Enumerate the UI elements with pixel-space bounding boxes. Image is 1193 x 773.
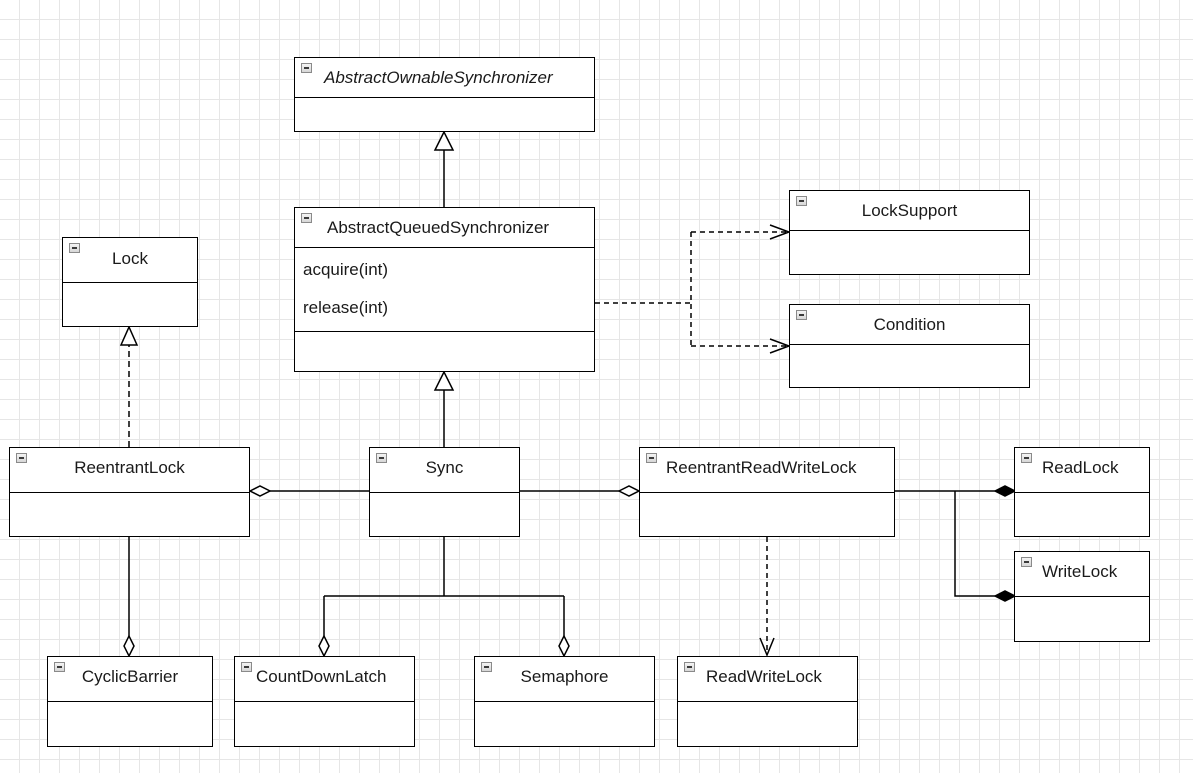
- class-write-lock[interactable]: WriteLock: [1014, 551, 1150, 642]
- class-name: ReentrantLock: [74, 458, 185, 477]
- collapse-icon[interactable]: [69, 243, 80, 253]
- aggregation-diamond-countdownlatch: [318, 634, 330, 658]
- class-name: Condition: [873, 315, 946, 334]
- collapse-icon[interactable]: [54, 662, 65, 672]
- class-name: LockSupport: [861, 201, 958, 220]
- class-header: ReentrantReadWriteLock: [640, 448, 894, 493]
- class-lock-support[interactable]: LockSupport: [789, 190, 1030, 275]
- class-reentrant-read-write-lock[interactable]: ReentrantReadWriteLock: [639, 447, 895, 537]
- class-header: ReadLock: [1015, 448, 1149, 493]
- collapse-icon[interactable]: [1021, 453, 1032, 463]
- class-header: Sync: [370, 448, 519, 493]
- aggregation-line-sync-children: [323, 537, 565, 636]
- class-header: WriteLock: [1015, 552, 1149, 597]
- class-name: ReentrantReadWriteLock: [666, 458, 857, 477]
- collapse-icon[interactable]: [1021, 557, 1032, 567]
- collapse-icon[interactable]: [241, 662, 252, 672]
- class-header: Semaphore: [475, 657, 654, 702]
- dependency-line-aqs: [595, 231, 787, 347]
- method-acquire[interactable]: acquire(int): [303, 260, 389, 279]
- composition-diamond-writelock: [993, 590, 1017, 602]
- class-header: AbstractQueuedSynchronizer: [295, 208, 594, 248]
- class-abstract-ownable-synchronizer[interactable]: AbstractOwnableSynchronizer: [294, 57, 595, 132]
- aggregation-diamond-rrwl: [617, 485, 641, 497]
- collapse-icon[interactable]: [684, 662, 695, 672]
- class-header: AbstractOwnableSynchronizer: [295, 58, 594, 98]
- class-name: ReadLock: [1042, 458, 1119, 477]
- class-cyclic-barrier[interactable]: CyclicBarrier: [47, 656, 213, 747]
- composition-line-rrwl: [894, 490, 995, 597]
- collapse-icon[interactable]: [16, 453, 27, 463]
- class-header: Condition: [790, 305, 1029, 345]
- inheritance-arrowhead-aqs: [433, 370, 455, 391]
- class-name: Semaphore: [520, 667, 609, 686]
- collapse-icon[interactable]: [646, 453, 657, 463]
- class-semaphore[interactable]: Semaphore: [474, 656, 655, 747]
- class-header: LockSupport: [790, 191, 1029, 231]
- class-name: Sync: [425, 458, 464, 477]
- aggregation-diamond-cyclicbarrier: [123, 634, 135, 658]
- method-release[interactable]: release(int): [303, 298, 389, 317]
- class-sync[interactable]: Sync: [369, 447, 520, 537]
- class-header: Lock: [63, 238, 197, 283]
- class-name: AbstractOwnableSynchronizer: [324, 68, 553, 87]
- collapse-icon[interactable]: [796, 310, 807, 320]
- class-header: ReentrantLock: [10, 448, 249, 493]
- method-list: acquire(int) release(int): [295, 248, 594, 332]
- class-abstract-queued-synchronizer[interactable]: AbstractQueuedSynchronizer acquire(int) …: [294, 207, 595, 372]
- class-header: ReadWriteLock: [678, 657, 857, 702]
- class-name: Lock: [112, 249, 148, 268]
- realization-arrowhead-lock: [119, 325, 139, 346]
- class-name: CountDownLatch: [256, 667, 387, 686]
- dependency-arrowhead-readwritelock: [759, 637, 775, 657]
- class-name: CyclicBarrier: [81, 667, 179, 686]
- aggregation-diamond-semaphore: [558, 634, 570, 658]
- collapse-icon[interactable]: [481, 662, 492, 672]
- class-header: CyclicBarrier: [48, 657, 212, 702]
- collapse-icon[interactable]: [301, 213, 312, 223]
- class-name: AbstractQueuedSynchronizer: [327, 218, 550, 237]
- class-read-write-lock[interactable]: ReadWriteLock: [677, 656, 858, 747]
- composition-diamond-readlock: [993, 485, 1017, 497]
- class-read-lock[interactable]: ReadLock: [1014, 447, 1150, 537]
- class-lock[interactable]: Lock: [62, 237, 198, 327]
- collapse-icon[interactable]: [796, 196, 807, 206]
- class-reentrant-lock[interactable]: ReentrantLock: [9, 447, 250, 537]
- aggregation-diamond-reentrantlock: [248, 485, 272, 497]
- collapse-icon[interactable]: [301, 63, 312, 73]
- inheritance-arrowhead-aos: [433, 130, 455, 151]
- class-condition[interactable]: Condition: [789, 304, 1030, 388]
- class-header: CountDownLatch: [235, 657, 414, 702]
- class-name: WriteLock: [1042, 562, 1118, 581]
- class-name: ReadWriteLock: [706, 667, 822, 686]
- class-count-down-latch[interactable]: CountDownLatch: [234, 656, 415, 747]
- collapse-icon[interactable]: [376, 453, 387, 463]
